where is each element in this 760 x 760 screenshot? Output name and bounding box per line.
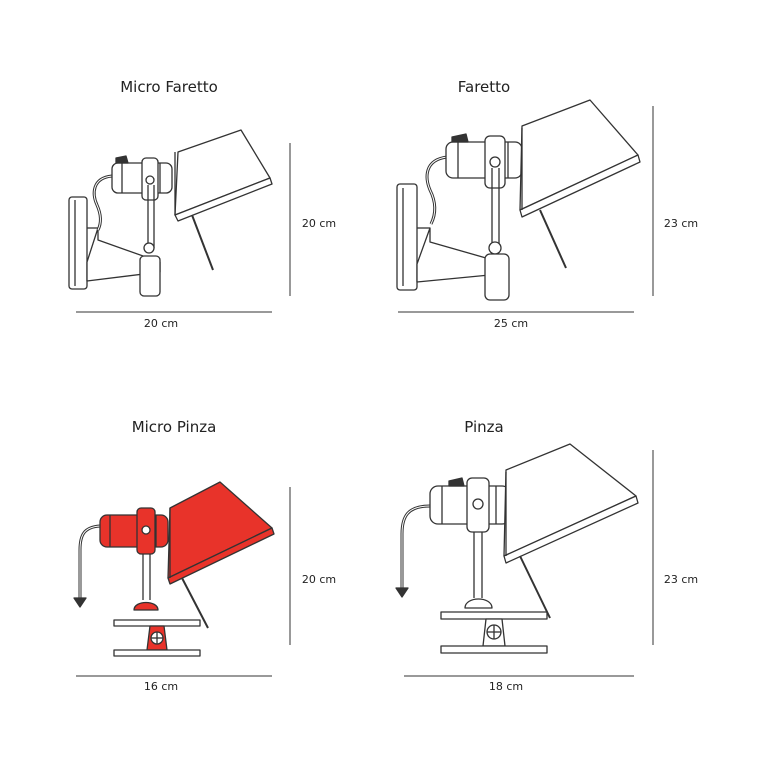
width-label-faretto: 25 cm [493, 317, 529, 330]
width-label-pinza: 18 cm [488, 680, 524, 693]
height-label-faretto: 23 cm [663, 217, 699, 230]
width-label-micro-faretto: 20 cm [143, 317, 179, 330]
micro-pinza-drawing [73, 481, 275, 657]
title-pinza: Pinza [464, 418, 504, 436]
title-faretto: Faretto [457, 78, 511, 96]
title-micro-faretto: Micro Faretto [120, 78, 218, 96]
faretto-drawing [396, 99, 641, 301]
height-label-micro-pinza: 20 cm [301, 573, 337, 586]
pinza-drawing [395, 443, 639, 654]
micro-faretto-drawing [68, 129, 273, 297]
height-label-pinza: 23 cm [663, 573, 699, 586]
width-label-micro-pinza: 16 cm [143, 680, 179, 693]
dimension-lines [76, 106, 654, 677]
title-micro-pinza: Micro Pinza [131, 418, 217, 436]
height-label-micro-faretto: 20 cm [301, 217, 337, 230]
